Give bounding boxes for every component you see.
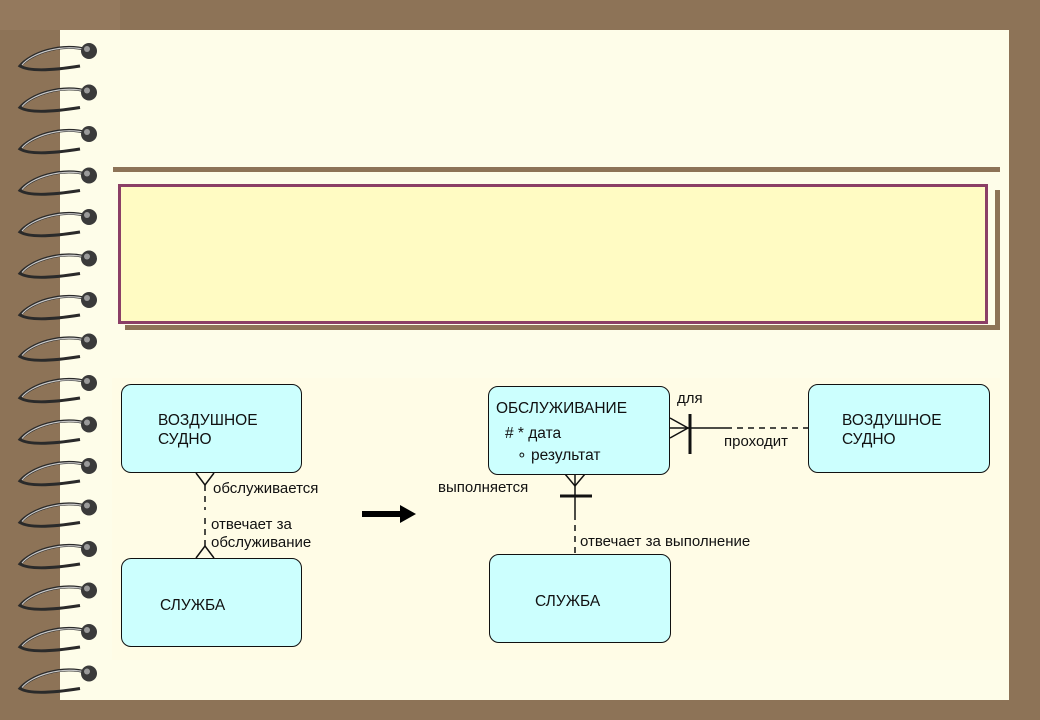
spiral-ring <box>17 499 97 528</box>
spiral-ring <box>17 333 97 362</box>
right-arrow-icon <box>362 505 416 523</box>
spiral-ring <box>17 209 97 238</box>
entity-name: СЛУЖБА <box>160 597 226 614</box>
entity-name-line2: СУДНО <box>158 431 212 448</box>
spiral-ring <box>17 458 97 487</box>
label-responsible-1: отвечает за <box>211 516 292 533</box>
spiral-ring <box>17 665 97 694</box>
label-passes: проходит <box>724 433 788 450</box>
spiral-ring <box>17 250 97 279</box>
title-rule <box>113 167 1000 172</box>
spiral-ring <box>17 624 97 653</box>
label-responsible-for-performing: отвечает за выполнение <box>580 533 751 550</box>
entity-name-line1: ВОЗДУШНОЕ <box>842 412 942 429</box>
spiral-binding <box>17 43 97 694</box>
entity-name-line1: ВОЗДУШНОЕ <box>158 412 258 429</box>
spiral-ring <box>17 416 97 445</box>
entity-aircraft-right: ВОЗДУШНОЕ СУДНО <box>808 384 990 473</box>
title-box-shadow <box>125 190 1000 330</box>
spiral-ring <box>17 167 97 196</box>
title-box <box>118 184 988 324</box>
crows-foot-bottom <box>195 544 215 559</box>
entity-attribute-date: # * дата <box>505 425 562 442</box>
entity-name: СЛУЖБА <box>535 593 601 610</box>
label-for: для <box>677 390 703 407</box>
spiral-ring <box>17 541 97 570</box>
spiral-ring <box>17 375 97 404</box>
label-responsible-2: обслуживание <box>211 534 312 551</box>
page-corner <box>0 0 120 30</box>
label-performed: выполняется <box>438 479 529 496</box>
entity-service: ОБСЛУЖИВАНИЕ # * дата ∘ результат <box>488 386 670 475</box>
spiral-ring <box>17 43 97 72</box>
label-serviced: обслуживается <box>213 480 319 497</box>
entity-name: ОБСЛУЖИВАНИЕ <box>496 400 628 417</box>
spiral-ring <box>17 292 97 321</box>
entity-name-line2: СУДНО <box>842 431 896 448</box>
crows-foot-top <box>195 472 215 487</box>
spiral-ring <box>17 582 97 611</box>
entity-attribute-result: ∘ результат <box>517 447 601 464</box>
entity-department-right: СЛУЖБА <box>489 554 671 643</box>
spiral-ring <box>17 126 97 155</box>
entity-aircraft-left: ВОЗДУШНОЕ СУДНО <box>121 384 302 473</box>
spiral-ring <box>17 84 97 113</box>
entity-department-left: СЛУЖБА <box>121 558 302 647</box>
